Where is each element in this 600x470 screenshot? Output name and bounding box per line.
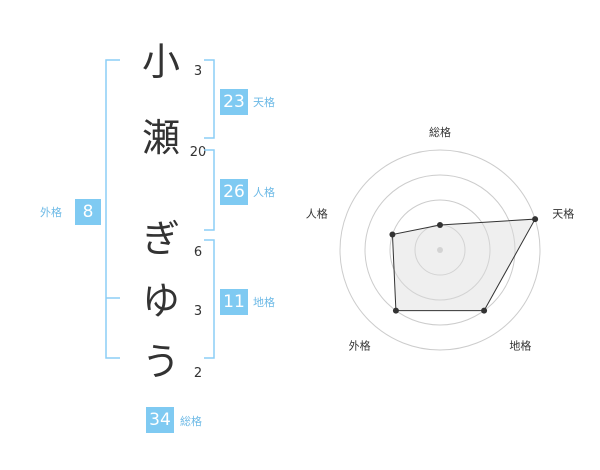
chi-value-box: 11: [220, 289, 248, 315]
radar-point-5: [389, 231, 396, 238]
ten-value-box: 23: [220, 89, 248, 115]
name-char-3: ぎ: [141, 217, 180, 261]
stroke-count-2: 20: [189, 145, 207, 160]
radar-series-area: [391, 218, 536, 312]
name-char-5: う: [141, 340, 180, 384]
stroke-count-3: 6: [193, 245, 203, 260]
radar-axis-label-1: 総格: [429, 125, 451, 139]
radar-axis-label-4: 外格: [349, 338, 371, 352]
sou-value-box: 34: [146, 407, 174, 433]
chi-bracket: [204, 239, 215, 359]
jin-bracket: [204, 149, 215, 231]
name-char-2: 瀬: [141, 116, 180, 160]
stroke-count-1: 3: [193, 64, 203, 79]
radar-center-dot: [437, 247, 443, 253]
name-char-1: 小: [141, 40, 180, 84]
gai-value-box: 8: [75, 199, 101, 225]
sou-label: 総格: [180, 415, 202, 428]
ten-label: 天格: [253, 96, 275, 109]
radar-point-4: [392, 307, 399, 314]
chi-label: 地格: [253, 296, 275, 309]
name-char-4: ゆ: [141, 279, 180, 323]
radar-ring-2: [389, 199, 491, 301]
stroke-count-4: 3: [193, 304, 203, 319]
radar-axis-label-2: 天格: [552, 207, 574, 221]
radar-point-3: [481, 307, 488, 314]
radar-ring-3: [364, 174, 516, 326]
radar-point-2: [532, 216, 539, 223]
radar-point-1: [437, 222, 443, 228]
radar-ring-4: [339, 149, 541, 351]
jin-label: 人格: [253, 186, 275, 199]
stroke-count-5: 2: [193, 366, 203, 381]
ten-bracket: [204, 59, 215, 139]
radar-axis-label-5: 人格: [306, 207, 328, 221]
jin-value-box: 26: [220, 179, 248, 205]
radar-axis-label-3: 地格: [509, 338, 531, 352]
gai-label: 外格: [40, 206, 62, 219]
outer-bracket: [105, 59, 120, 359]
